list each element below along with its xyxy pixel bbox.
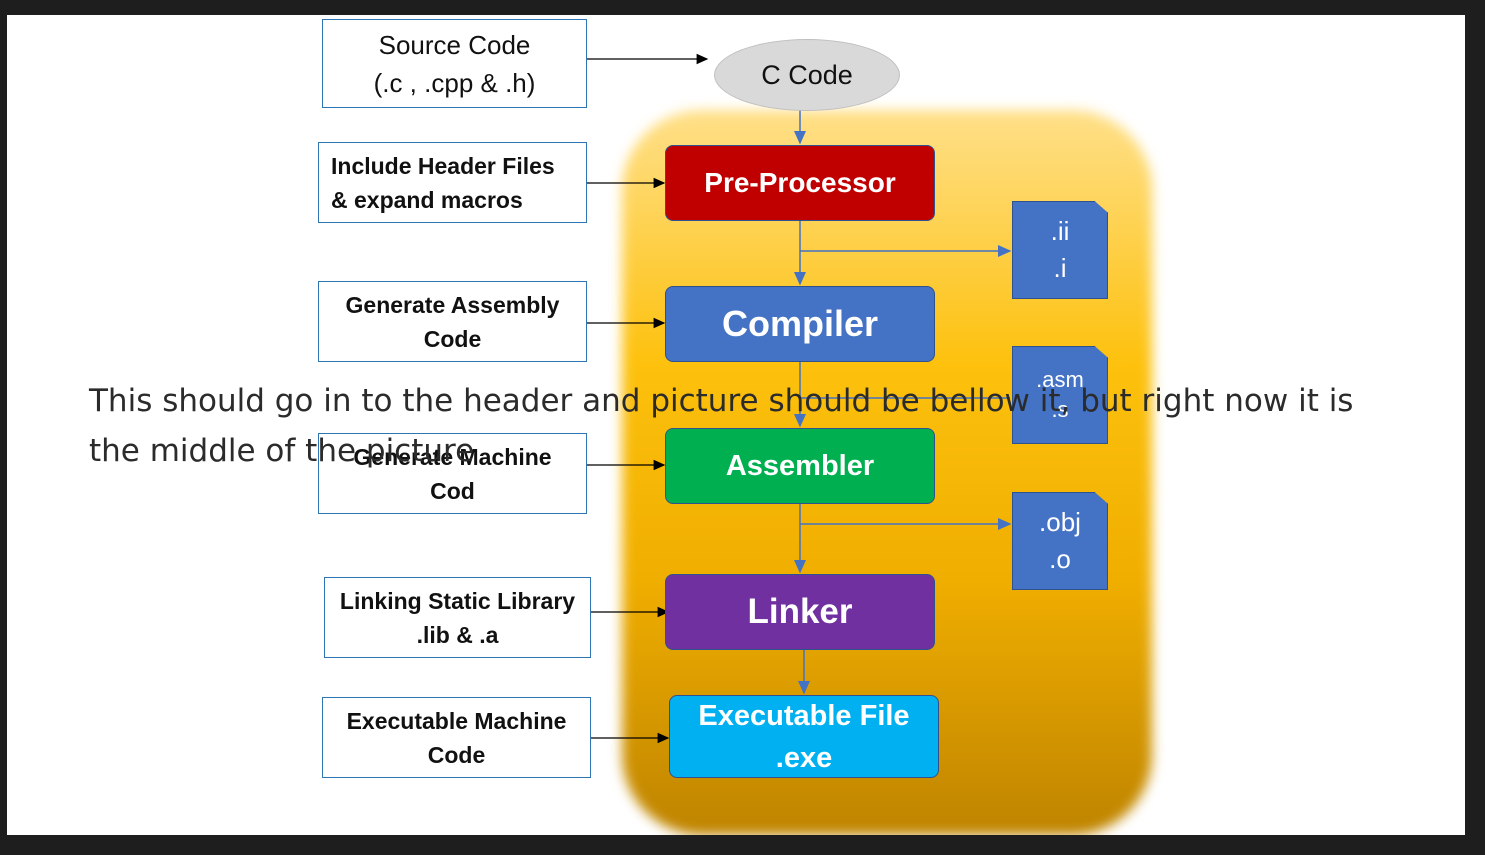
linker-stage: Linker xyxy=(665,574,935,650)
preprocessed-file-doc-icon: .ii .i xyxy=(1012,201,1108,299)
include-header-files-box: Include Header Files & expand macros xyxy=(318,142,587,223)
compiler-stage: Compiler xyxy=(665,286,935,362)
assembly-file-doc-icon: .asm .s xyxy=(1012,346,1108,444)
assembler-stage: Assembler xyxy=(665,428,935,504)
generate-assembly-box: Generate Assembly Code xyxy=(318,281,587,362)
object-file-doc-icon: .obj .o xyxy=(1012,492,1108,590)
source-code-box: Source Code (.c , .cpp & .h) xyxy=(322,19,587,108)
diagram-image: Source Code (.c , .cpp & .h) Include Hea… xyxy=(7,15,1465,835)
connector-arrows xyxy=(587,53,1012,744)
linking-static-library-box: Linking Static Library .lib & .a xyxy=(324,577,591,658)
question-text: This should go in to the header and pict… xyxy=(89,383,1354,469)
c-code-ellipse: C Code xyxy=(714,39,900,111)
executable-file-stage: Executable File .exe xyxy=(669,695,939,778)
generate-machine-box: Generate Machine Cod xyxy=(318,433,587,514)
preprocessor-stage: Pre-Processor xyxy=(665,145,935,221)
executable-machine-code-box: Executable Machine Code xyxy=(322,697,591,778)
